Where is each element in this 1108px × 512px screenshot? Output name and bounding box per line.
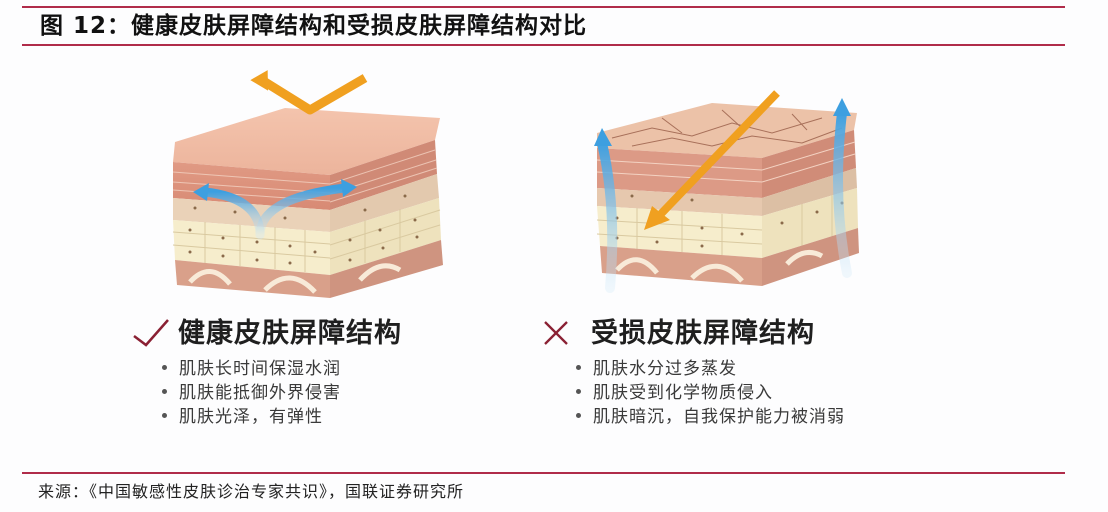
bullet-icon [576, 364, 581, 370]
bullet-icon [576, 412, 581, 418]
list-item: 肌肤长时间保湿水润 [162, 357, 341, 381]
skin-surface [173, 108, 440, 175]
list-item: 肌肤水分过多蒸发 [576, 357, 845, 381]
bullet-icon [576, 388, 581, 394]
healthy-skin-barrier-illustration [172, 70, 443, 298]
cross-icon [544, 321, 568, 345]
bullet-icon [162, 388, 167, 394]
evaporation-arrow [597, 138, 618, 293]
check-icon [133, 319, 169, 347]
penetration-arrow [654, 90, 780, 221]
title-bottom-rule [22, 44, 1065, 46]
source-rule [22, 472, 1065, 474]
reflect-arrow [262, 74, 368, 115]
bullet-icon [162, 364, 167, 370]
list-item: 肌肤暗沉，自我保护能力被消弱 [576, 405, 845, 429]
damaged-bullet-list: 肌肤水分过多蒸发 肌肤受到化学物质侵入 肌肤暗沉，自我保护能力被消弱 [576, 357, 845, 429]
list-item: 肌肤受到化学物质侵入 [576, 381, 845, 405]
damaged-heading: 受损皮肤屏障结构 [591, 318, 815, 349]
healthy-bullet-list: 肌肤长时间保湿水润 肌肤能抵御外界侵害 肌肤光泽，有弹性 [162, 357, 341, 429]
title-top-rule [22, 6, 1065, 8]
healthy-heading: 健康皮肤屏障结构 [178, 318, 402, 349]
damaged-skin-barrier-illustration [594, 90, 859, 293]
figure-source: 来源：《中国敏感性皮肤诊治专家共识》，国联证券研究所 [38, 482, 465, 501]
list-item: 肌肤光泽，有弹性 [162, 405, 341, 429]
figure-title: 图 12：健康皮肤屏障结构和受损皮肤屏障结构对比 [40, 13, 588, 39]
bullet-icon [162, 412, 167, 418]
list-item: 肌肤能抵御外界侵害 [162, 381, 341, 405]
